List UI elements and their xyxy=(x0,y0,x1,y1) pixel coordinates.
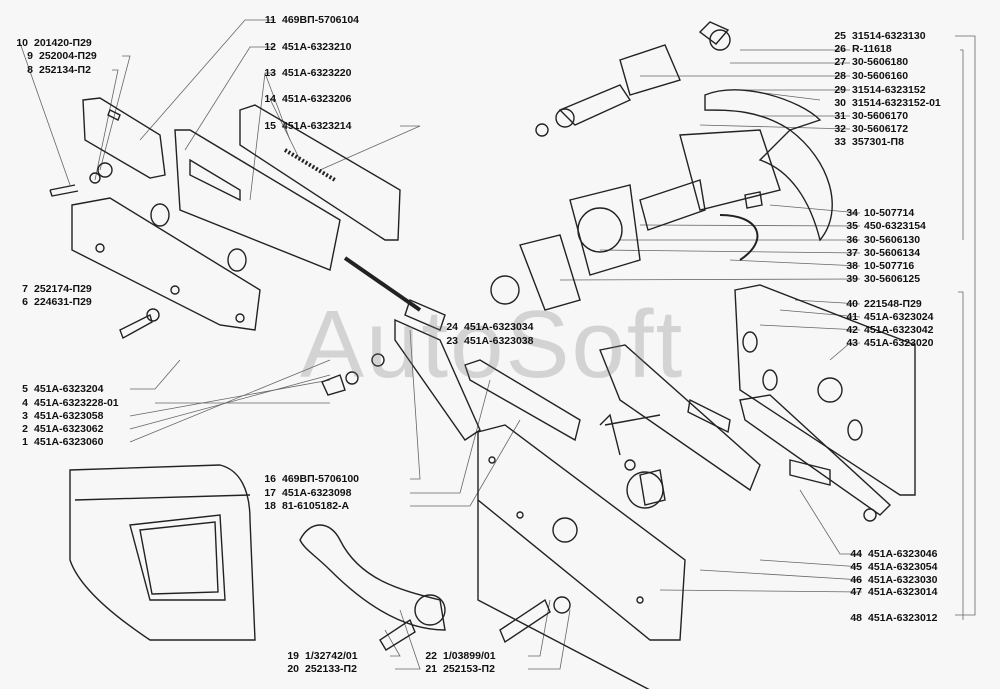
vehicle-inset xyxy=(69,464,256,641)
left-bracket-assembly xyxy=(49,97,401,340)
watermark: AutoSoft xyxy=(300,291,685,398)
leader-lines xyxy=(19,19,976,670)
rod-and-link-assembly xyxy=(321,234,661,471)
outside-handle xyxy=(299,524,571,651)
mounting-plates xyxy=(477,284,916,689)
lock-and-handle-assembly xyxy=(535,21,833,509)
